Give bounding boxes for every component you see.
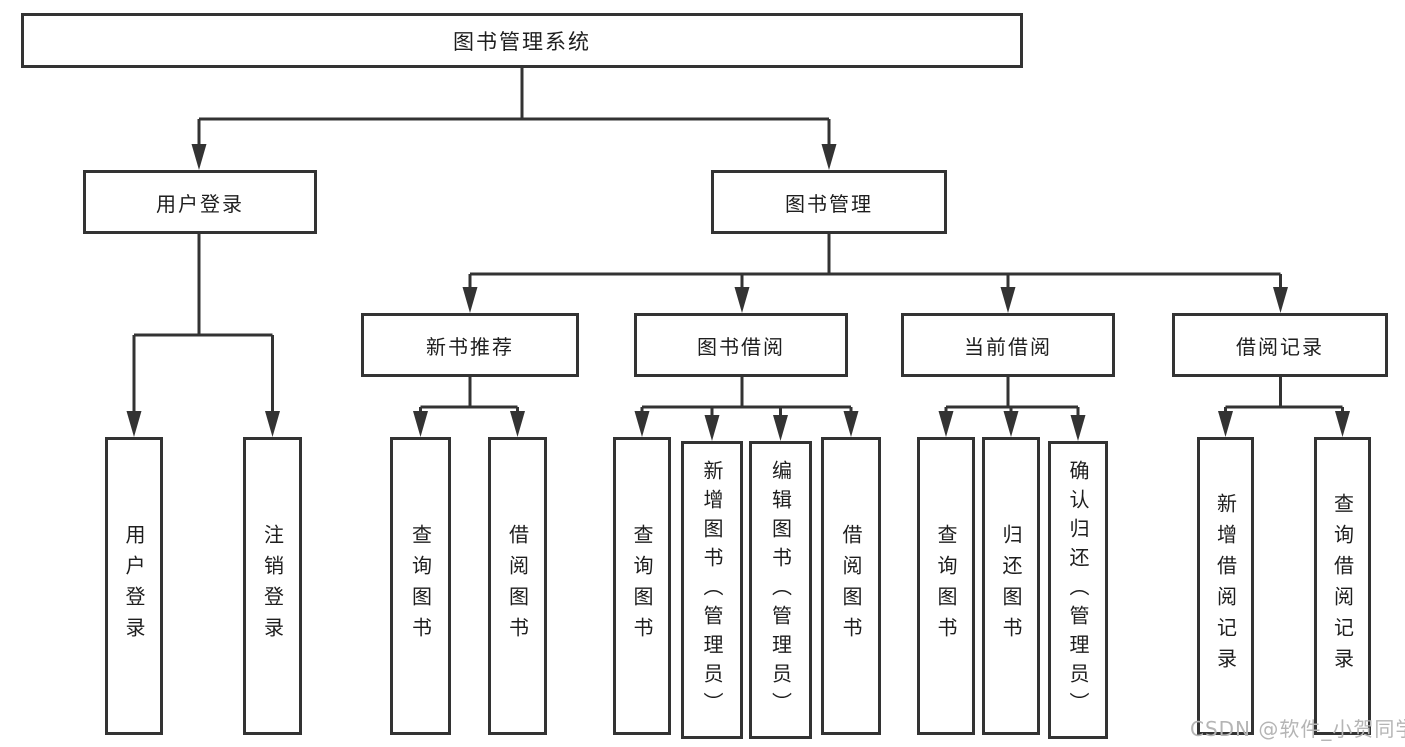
leaf-query-books: 查询图书 — [917, 437, 975, 735]
node-label: 新增图书（管理员） — [700, 459, 724, 721]
leaf-borrow-books: 借阅图书 — [488, 437, 547, 735]
leaf-logout: 注销登录 — [243, 437, 302, 735]
node-current-borrowing: 当前借阅 — [901, 313, 1115, 377]
node-label: 查询图书 — [934, 524, 958, 648]
node-label: 图书管理系统 — [453, 29, 591, 54]
node-label: 用户登录 — [156, 191, 244, 216]
leaf-edit-book-admin: 编辑图书（管理员） — [749, 441, 812, 739]
leaf-add-book-admin: 新增图书（管理员） — [681, 441, 743, 739]
node-label: 新增借阅记录 — [1213, 493, 1238, 679]
node-user-login-branch: 用户登录 — [83, 170, 317, 234]
node-label: 借阅图书 — [505, 524, 530, 648]
leaf-borrow-books: 借阅图书 — [821, 437, 881, 735]
node-label: 图书借阅 — [697, 334, 785, 359]
node-new-book-recommendation: 新书推荐 — [361, 313, 579, 377]
node-label: 查询图书 — [630, 524, 654, 648]
node-label: 借阅记录 — [1236, 334, 1324, 359]
leaf-add-borrow-record: 新增借阅记录 — [1197, 437, 1254, 735]
node-label: 查询图书 — [408, 524, 433, 648]
node-library-management-system: 图书管理系统 — [21, 13, 1023, 68]
node-label: 确认归还（管理员） — [1066, 459, 1090, 721]
node-label: 借阅图书 — [839, 524, 863, 648]
node-label: 用户登录 — [122, 524, 146, 648]
node-book-borrowing: 图书借阅 — [634, 313, 848, 377]
node-label: 新书推荐 — [426, 334, 514, 359]
csdn-watermark: CSDN @软件_小贺同学 — [1190, 717, 1405, 741]
node-label: 归还图书 — [999, 524, 1023, 648]
node-label: 编辑图书（管理员） — [768, 459, 793, 721]
node-label: 当前借阅 — [964, 334, 1052, 359]
leaf-query-books: 查询图书 — [390, 437, 451, 735]
leaf-confirm-return-admin: 确认归还（管理员） — [1048, 441, 1108, 739]
arrowheads — [126, 144, 1350, 441]
leaf-query-books: 查询图书 — [613, 437, 671, 735]
leaf-user-login: 用户登录 — [105, 437, 163, 735]
node-book-management-branch: 图书管理 — [711, 170, 947, 234]
node-label: 查询借阅记录 — [1330, 493, 1355, 679]
leaf-query-borrow-record: 查询借阅记录 — [1314, 437, 1371, 735]
node-borrowing-records: 借阅记录 — [1172, 313, 1388, 377]
tree-edges — [132, 68, 1344, 419]
leaf-return-book: 归还图书 — [982, 437, 1040, 735]
node-label: 注销登录 — [260, 524, 285, 648]
node-label: 图书管理 — [785, 191, 873, 216]
